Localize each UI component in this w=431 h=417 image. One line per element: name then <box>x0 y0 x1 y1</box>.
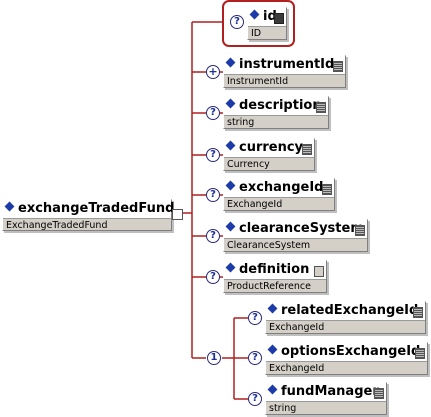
sequence-icon[interactable] <box>172 209 183 220</box>
element-name: relatedExchangeId <box>281 303 419 318</box>
element-optionsExchangeId[interactable]: optionsExchangeId ExchangeId <box>265 342 428 375</box>
attribute-diamond-icon <box>249 9 260 20</box>
element-diamond-icon <box>225 221 236 232</box>
content-model-icon <box>374 388 384 399</box>
element-name: description <box>239 98 322 113</box>
element-diamond-icon <box>267 384 278 395</box>
content-model-icon <box>322 184 332 195</box>
element-currency[interactable]: currency Currency <box>223 138 315 171</box>
optional-marker-icon: ? <box>206 188 220 202</box>
element-name: currency <box>239 140 304 155</box>
element-clearanceSystem[interactable]: clearanceSystem ClearanceSystem <box>223 219 368 252</box>
content-model-icon <box>413 307 423 318</box>
content-model-icon <box>333 61 343 72</box>
element-diamond-icon <box>4 201 15 212</box>
element-fundManager[interactable]: fundManager string <box>265 382 387 415</box>
content-model-icon <box>355 225 365 236</box>
root-element-type: ExchangeTradedFund <box>3 218 171 230</box>
root-element-name: exchangeTradedFund <box>18 201 175 216</box>
optional-marker-icon: ? <box>248 311 262 325</box>
element-relatedExchangeId[interactable]: relatedExchangeId ExchangeId <box>265 301 426 334</box>
choice-marker-icon[interactable]: 1 <box>207 351 221 365</box>
optional-marker-icon: ? <box>248 351 262 365</box>
element-name: optionsExchangeId <box>281 344 421 359</box>
element-name: instrumentId <box>239 57 335 72</box>
attribute-name: id <box>263 9 277 24</box>
root-element[interactable]: exchangeTradedFund ExchangeTradedFund <box>2 199 175 231</box>
optional-marker-icon: ? <box>230 15 244 29</box>
element-diamond-icon <box>267 344 278 355</box>
element-diamond-icon <box>267 303 278 314</box>
element-type: ClearanceSystem <box>224 238 367 251</box>
element-type: ExchangeId <box>224 197 334 210</box>
element-type: Currency <box>224 157 314 170</box>
element-name: exchangeId <box>239 180 324 195</box>
element-diamond-icon <box>225 140 236 151</box>
content-model-icon <box>415 348 425 359</box>
element-name: definition <box>239 262 310 277</box>
element-type: InstrumentId <box>224 74 345 87</box>
attribute-id[interactable]: id ID <box>247 7 287 40</box>
element-diamond-icon <box>225 180 236 191</box>
repeat-marker-icon: + <box>206 65 220 79</box>
optional-marker-icon: ? <box>206 106 220 120</box>
content-model-icon <box>316 102 326 113</box>
element-type: ProductReference <box>224 279 326 292</box>
content-model-icon <box>302 144 312 155</box>
element-type: ExchangeId <box>266 361 427 374</box>
element-diamond-icon <box>225 98 236 109</box>
optional-marker-icon: ? <box>248 392 262 406</box>
element-diamond-icon <box>225 57 236 68</box>
content-model-icon <box>314 266 324 277</box>
choice-trunk <box>222 318 235 399</box>
element-description[interactable]: description string <box>223 96 329 129</box>
element-type: string <box>224 115 328 128</box>
element-name: fundManager <box>281 384 379 399</box>
element-definition[interactable]: definition ProductReference <box>223 260 327 293</box>
element-exchangeId[interactable]: exchangeId ExchangeId <box>223 178 335 211</box>
attribute-icon <box>274 13 284 24</box>
element-name: clearanceSystem <box>239 221 364 236</box>
attribute-type: ID <box>248 26 286 39</box>
element-diamond-icon <box>225 262 236 273</box>
element-type: ExchangeId <box>266 320 425 333</box>
optional-marker-icon: ? <box>206 229 220 243</box>
optional-marker-icon: ? <box>206 270 220 284</box>
element-type: string <box>266 401 386 414</box>
element-instrumentId[interactable]: instrumentId InstrumentId <box>223 55 346 88</box>
optional-marker-icon: ? <box>206 148 220 162</box>
